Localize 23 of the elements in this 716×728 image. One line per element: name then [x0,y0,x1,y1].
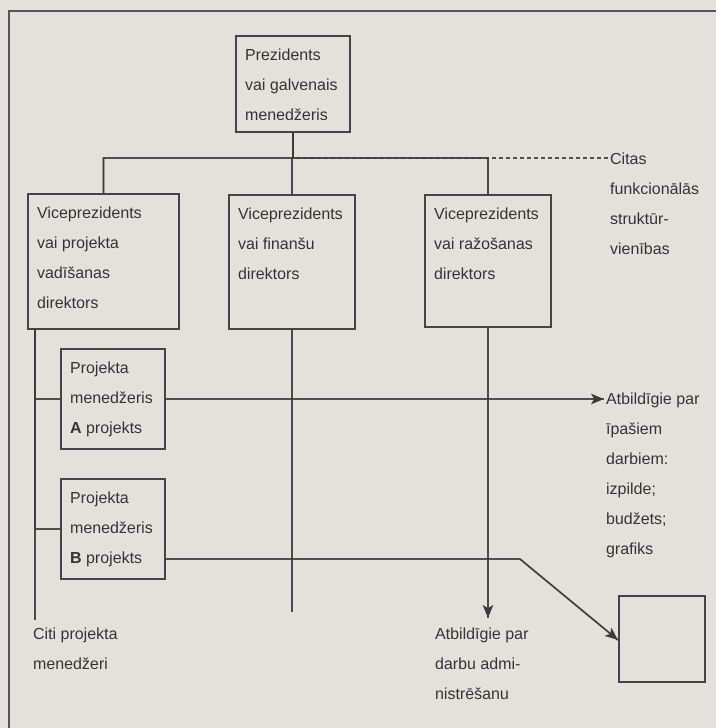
org-box [60,348,166,450]
box-label: Viceprezidents vai ražošanas direktors [434,205,540,285]
note-text: Citi projekta menedžeri [33,620,173,680]
arrow [482,328,494,618]
org-box [228,194,356,330]
box-label: Viceprezidents vai projekta vadīšanas direktors [37,204,143,314]
note-text: Citas funkcionālās struktūr- vienības [610,145,714,265]
connector-line [292,133,489,194]
org-box [60,478,166,580]
empty-box [618,595,706,683]
arrow [166,558,619,641]
arrow [166,394,604,404]
connector-line [34,330,36,620]
box-label: Viceprezidents vai finanšu direktors [238,205,344,285]
org-box [424,194,552,328]
box-label: Prezidents vai galvenais menedžeris [245,46,338,126]
connector-line [291,330,293,612]
note-text: Atbildīgie par īpašiem darbiem: izpilde; budžets; grafiks [606,385,706,565]
box-label: Projekta menedžeris A projekts [70,359,154,439]
note-text: Atbildīgie par darbu admi- nistrēšanu [435,620,547,710]
box-label: Projekta menedžeris B projekts [70,489,154,569]
org-box [235,35,351,133]
org-box [27,193,180,330]
